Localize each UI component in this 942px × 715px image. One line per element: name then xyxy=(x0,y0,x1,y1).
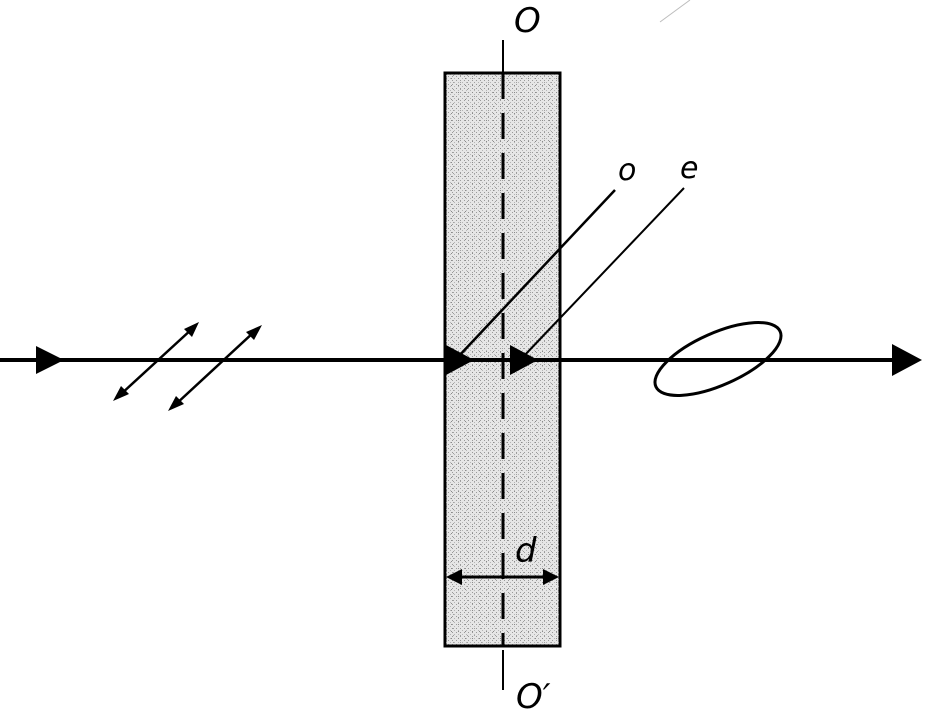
thickness-marker xyxy=(446,569,559,585)
light-beam xyxy=(0,344,922,376)
elliptical-polarization-icon xyxy=(653,321,783,397)
label-axis-bottom: O′ xyxy=(516,677,551,715)
linear-polarization-icon xyxy=(113,322,262,411)
beam-arrow-left-icon xyxy=(36,346,64,374)
stray-mark xyxy=(659,0,691,23)
thickness-arrow-left-icon xyxy=(446,569,462,585)
label-o-ray: o xyxy=(618,153,636,188)
beam-arrow-entry-icon xyxy=(446,345,474,375)
thickness-arrow-right-icon xyxy=(543,569,559,585)
e-ray xyxy=(521,187,685,359)
label-axis-top: O xyxy=(514,1,541,41)
label-e-ray: e xyxy=(680,151,698,186)
label-thickness: d xyxy=(515,531,537,571)
beam-arrow-middle-icon xyxy=(510,345,538,375)
o-ray xyxy=(457,189,616,358)
beam-arrow-right-icon xyxy=(892,344,922,376)
